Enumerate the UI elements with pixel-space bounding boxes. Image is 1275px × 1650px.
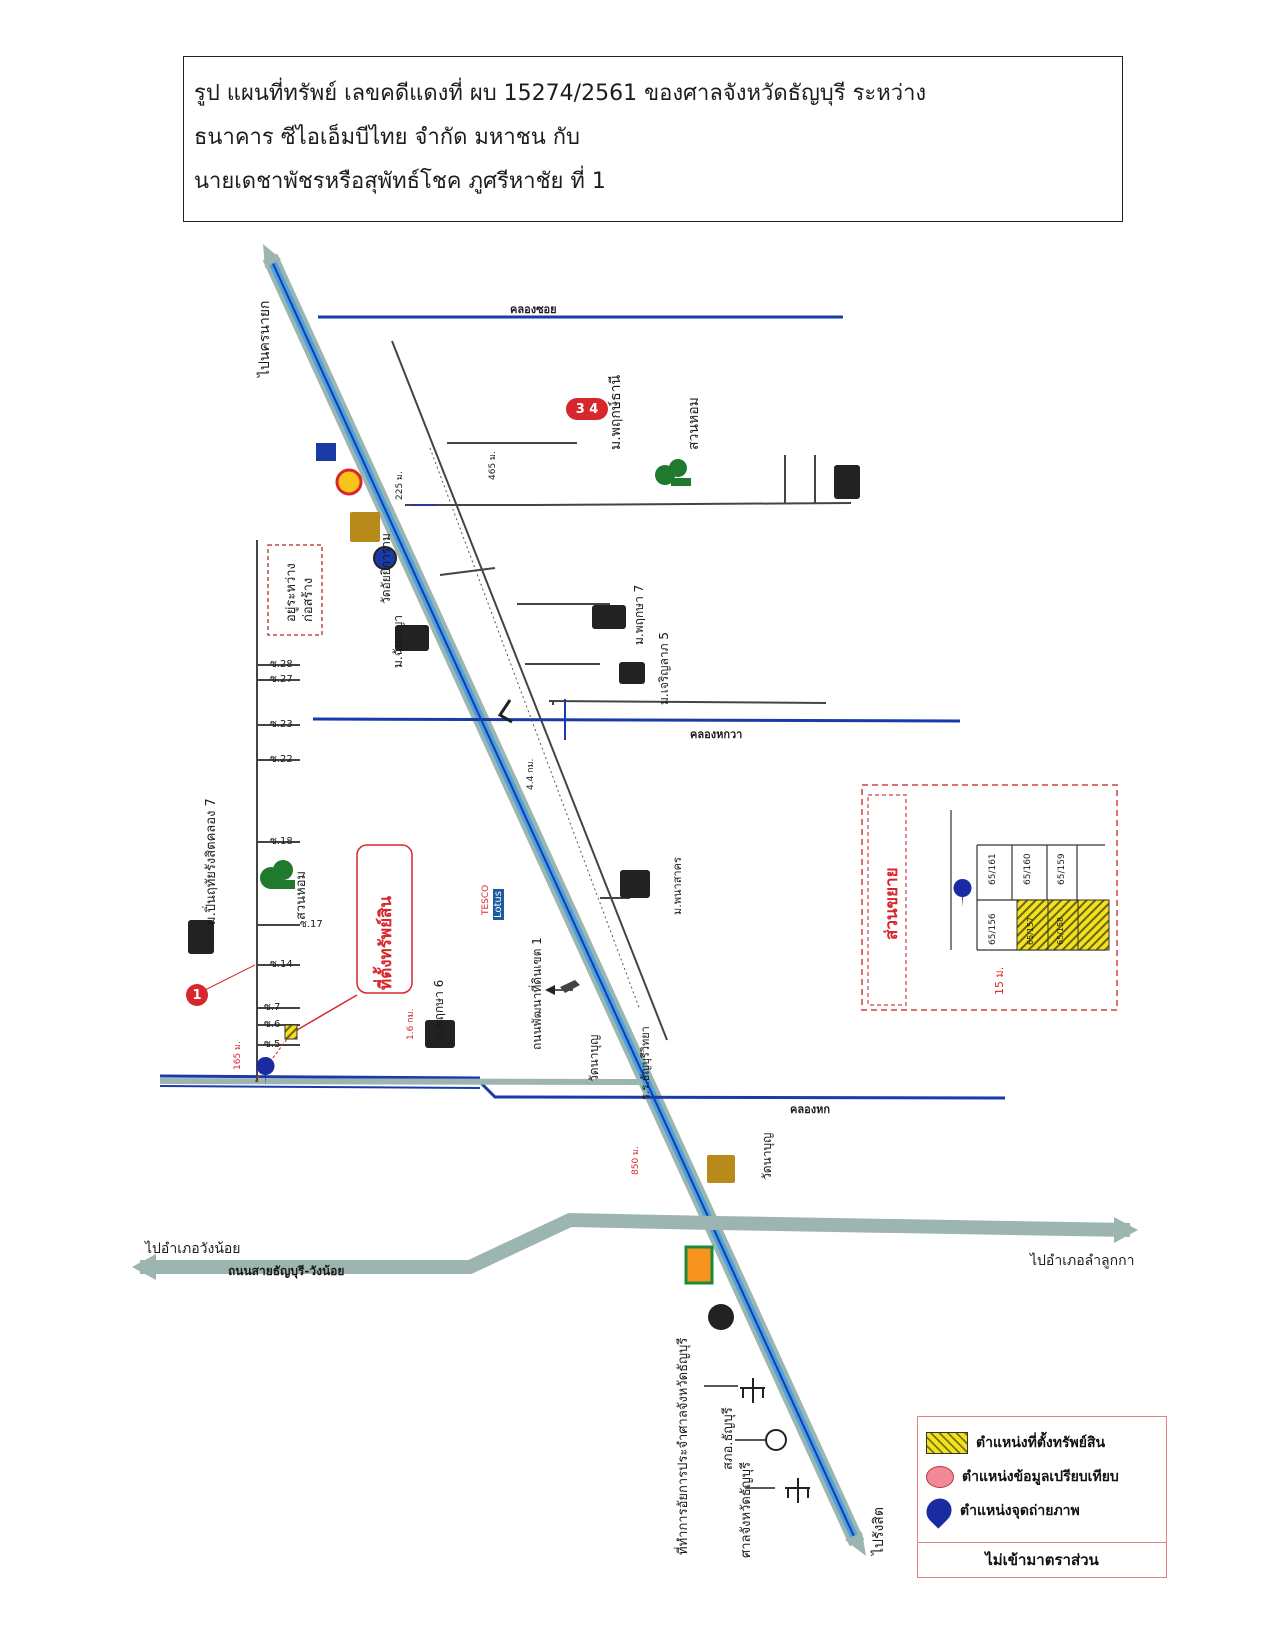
comparison-marker-34: 3 4 — [566, 398, 608, 420]
label-canal-top: คลองซอย — [510, 303, 557, 316]
label-charoen5: ม.เจริญลาภ 5 — [657, 632, 671, 705]
label-district-road: ถนนสายธัญบุรี-วังน้อย — [228, 1264, 345, 1278]
soi-label: ซ.5 — [264, 1039, 281, 1050]
label-expansion: ส่วนขยาย — [882, 867, 902, 940]
label-to-nakhon-nayok: ไปนครนายก — [257, 300, 273, 378]
highway — [262, 244, 866, 1556]
distance-465: 465 ม. — [488, 451, 498, 480]
label-suan-hom: สวนหอม — [686, 397, 702, 450]
label-mahanakorn: ม.พนาสาคร — [671, 857, 684, 915]
parallel-road — [391, 340, 668, 1041]
distance-4-4km: 4.4 กม. — [526, 758, 536, 790]
soi-label: ซ.14 — [270, 959, 293, 970]
label-court: ศาลจังหวัดธัญบุรี — [739, 1461, 754, 1558]
legend-row-property: ตำแหน่งที่ตั้งทรัพย์สิน — [926, 1429, 1105, 1457]
label-to-rangsit: ไปรังสิต — [871, 1507, 887, 1555]
temple-icon — [708, 1304, 734, 1330]
distance-225: 225 ม. — [395, 471, 405, 500]
plot-label: 65/156 — [988, 913, 998, 945]
soi-road-left — [256, 540, 300, 1082]
soi-label: ซ.22 — [270, 754, 293, 765]
label-pruksa7: ม.พฤกษา 7 — [632, 584, 646, 645]
tree-icons — [260, 459, 691, 889]
court-icons — [740, 1378, 810, 1503]
canal-bottom-a — [159, 1074, 481, 1080]
title-line-1: รูป แผนที่ทรัพย์ เลขคดีแดงที่ ผบ 15274/2… — [194, 81, 927, 106]
label-wat-nabun-2: วัดนาบุญ — [760, 1132, 774, 1180]
soi-label: ซ.6 — [264, 1019, 281, 1030]
label-wat-chai: วัดอัยยิการาม — [379, 533, 393, 604]
property-callout-box — [356, 844, 413, 994]
canal-bottom-b — [159, 1085, 481, 1089]
plot-label: 65/159 — [1057, 853, 1067, 885]
distance-850: 850 ม. — [631, 1146, 641, 1175]
title-box: รูป แผนที่ทรัพย์ เลขคดีแดงที่ ผบ 15274/2… — [183, 56, 1123, 222]
label-under-construction: อยู่ระหว่างก่อสร้าง — [284, 563, 316, 622]
label-canal-bottom: คลองหก — [790, 1103, 830, 1116]
plot-label: 65/160 — [1023, 853, 1033, 885]
label-lotus: Lotus — [493, 889, 504, 920]
expansion-label-box — [867, 794, 907, 1006]
label-to-wang-noi: ไปอำเภอวังน้อย — [145, 1241, 241, 1257]
label-chanya: ม.ฉันทญา — [391, 615, 405, 668]
label-phruk-thani: ม.พฤกษ์ธานี — [608, 374, 624, 450]
soi-label: ซ.27 — [270, 674, 293, 685]
shell-icon — [335, 468, 363, 496]
title-line-2: ธนาคาร ซีไอเอ็มบีไทย จำกัด มหาชน กับ — [194, 125, 581, 150]
label-wat-nabun: วัดนาบุญ — [587, 1034, 601, 1082]
legend-row-comparison: ตำแหน่งข้อมูลเปรียบเทียบ — [926, 1463, 1119, 1491]
soi-label: ซ.23 — [270, 719, 293, 730]
distance-1-6km: 1.6 กม. — [406, 1008, 416, 1040]
label-pin-thong: ม.ปิ่นฤทัยรังสิตคลอง 7 — [204, 798, 219, 925]
title-line-3: นายเดชาพัชรหรือสุพัทธ์โชค ภูศรีหาชัย ที่… — [194, 169, 606, 194]
seven-eleven-icon — [684, 1245, 714, 1285]
legend-comparison-label: ตำแหน่งข้อมูลเปรียบเทียบ — [962, 1469, 1119, 1485]
comparison-marker-1: 1 — [186, 984, 208, 1006]
legend-property-swatch-icon — [926, 1432, 968, 1454]
legend: ตำแหน่งที่ตั้งทรัพย์สิน ตำแหน่งข้อมูลเปร… — [917, 1416, 1167, 1578]
distance-165: 165 ม. — [233, 1041, 243, 1070]
expansion-photo-marker — [953, 879, 972, 907]
label-canal-mid: คลองหกวา — [690, 728, 743, 741]
canal-bottom-c — [478, 1080, 1006, 1100]
soi-label: ซ.7 — [264, 1002, 281, 1013]
label-kor-sor: สภอ.ธัญบุรี — [721, 1407, 736, 1470]
canal-mid — [312, 717, 961, 723]
plot-label: 65/161 — [988, 853, 998, 885]
label-tesco: TESCO — [481, 884, 491, 915]
canal-bottom-road — [159, 1078, 641, 1085]
label-to-lam-luk-ka: ไปอำเภอลำลูกกา — [1030, 1253, 1135, 1269]
legend-comparison-swatch-icon — [926, 1466, 954, 1488]
plot-label: 65/158 — [1056, 916, 1065, 945]
property-callout-line — [296, 994, 358, 1031]
building-icons — [188, 465, 860, 1183]
legend-scale-note: ไม่เข้ามาตราส่วน — [918, 1542, 1166, 1577]
label-property-site: ที่ตั้งทรัพย์สิน — [376, 895, 396, 990]
legend-photo-label: ตำแหน่งจุดถ่ายภาพ — [960, 1503, 1080, 1519]
photo-point-marker — [256, 1057, 275, 1085]
ptt-icon — [316, 443, 336, 461]
soi-label: ซ.28 — [270, 659, 293, 670]
construction-box — [267, 544, 323, 636]
plot-label: 65/157 — [1026, 916, 1035, 945]
label-pruksa6: ม.พฤกษา 6 — [432, 979, 446, 1040]
label-suan-hom-left: สวนหอม — [294, 870, 309, 920]
label-soi-pattana: ถนนพัฒนาที่ดินเขต 1 — [530, 937, 544, 1050]
legend-property-label: ตำแหน่งที่ตั้งทรัพย์สิน — [976, 1435, 1106, 1451]
parallel-road-dotted — [429, 447, 641, 1011]
legend-photo-pin-icon — [921, 1493, 957, 1529]
distance-15: 15 ม. — [993, 966, 1006, 995]
cross-road — [132, 1212, 1138, 1280]
expansion-property — [1016, 899, 1110, 951]
gas-station-icon — [373, 546, 397, 570]
label-district-office: ที่ทำการอัยการประจำศาลจังหวัดธัญบุรี — [676, 1337, 691, 1555]
label-thanyaburi-school: ร.ร.ธัญบุรีวิทยา — [639, 1026, 652, 1100]
local-roads-right — [405, 442, 852, 899]
legend-row-photo: ตำแหน่งจุดถ่ายภาพ — [921, 1493, 1080, 1529]
soi-label: ซ.17 — [300, 919, 323, 930]
property-site-marker — [284, 1024, 298, 1040]
soi-label: ซ.18 — [270, 836, 293, 847]
